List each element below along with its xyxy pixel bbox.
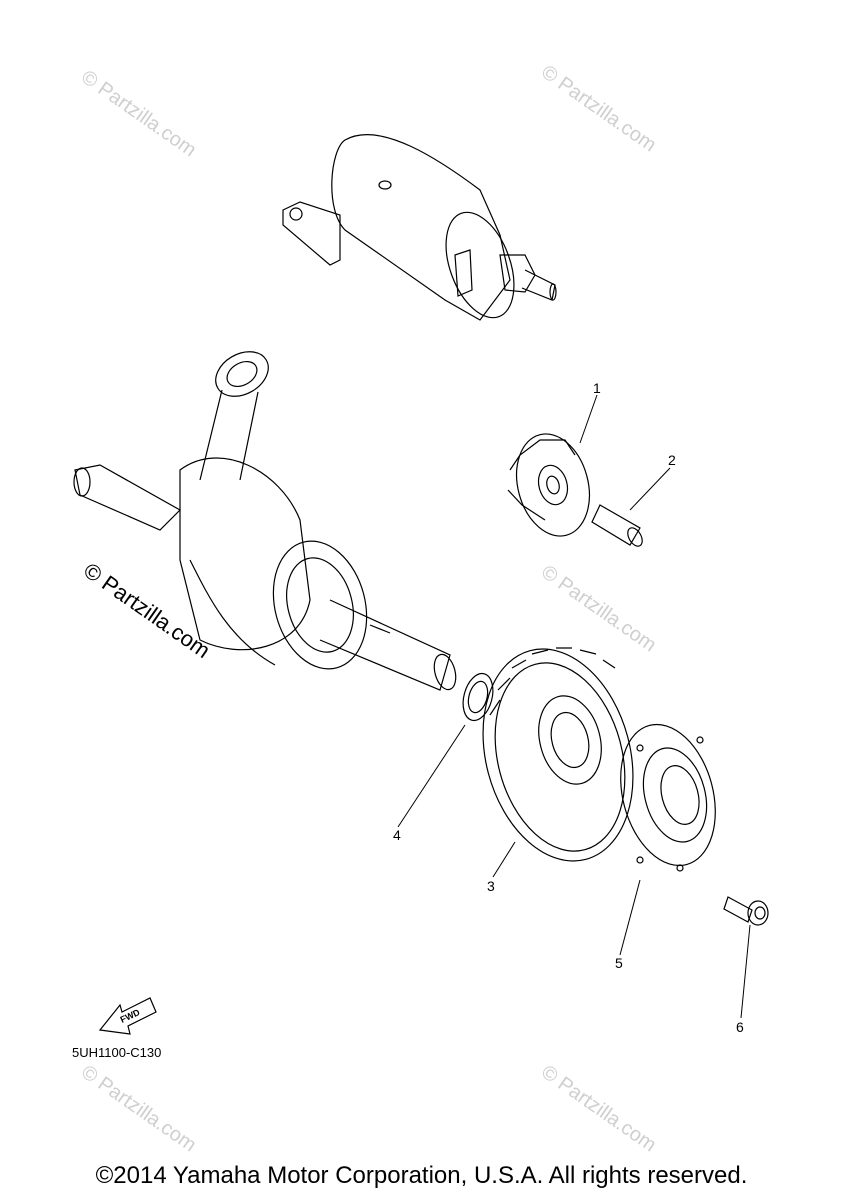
part-6-bolt xyxy=(723,896,769,926)
callout-6: 6 xyxy=(736,1019,744,1035)
svg-text:© Partzilla.com: © Partzilla.com xyxy=(537,561,660,656)
svg-text:© Partzilla.com: © Partzilla.com xyxy=(79,558,215,664)
part-5-one-way-clutch xyxy=(620,723,716,872)
watermark-faint-1: © Partzilla.com xyxy=(77,66,200,161)
svg-text:© Partzilla.com: © Partzilla.com xyxy=(537,1061,660,1156)
starter-motor-drawing xyxy=(282,134,557,321)
callout-4: 4 xyxy=(393,827,401,843)
watermark-dark: © Partzilla.com xyxy=(79,558,215,664)
part-2-shaft xyxy=(591,504,643,547)
part-3-starter-wheel-gear xyxy=(482,647,634,862)
callout-5: 5 xyxy=(615,955,623,971)
diagram-code: 5UH1100-C130 xyxy=(72,1045,162,1060)
callout-3: 3 xyxy=(487,878,495,894)
watermark-faint-4: © Partzilla.com xyxy=(77,1061,200,1156)
crankshaft-drawing xyxy=(73,351,457,691)
callout-1: 1 xyxy=(593,380,601,396)
watermark-faint-5: © Partzilla.com xyxy=(537,1061,660,1156)
callout-2: 2 xyxy=(668,452,676,468)
svg-text:© Partzilla.com: © Partzilla.com xyxy=(77,1061,200,1156)
copyright-notice: ©2014 Yamaha Motor Corporation, U.S.A. A… xyxy=(95,1162,748,1189)
part-4-washer xyxy=(462,672,494,722)
watermark-faint-3: © Partzilla.com xyxy=(537,561,660,656)
watermark-faint-2: © Partzilla.com xyxy=(537,61,660,156)
fwd-arrow-icon: FWD xyxy=(98,997,157,1035)
svg-text:© Partzilla.com: © Partzilla.com xyxy=(77,66,200,161)
leader-lines xyxy=(397,394,751,1019)
svg-text:© Partzilla.com: © Partzilla.com xyxy=(537,61,660,156)
part-1-idler-gear xyxy=(507,433,590,537)
